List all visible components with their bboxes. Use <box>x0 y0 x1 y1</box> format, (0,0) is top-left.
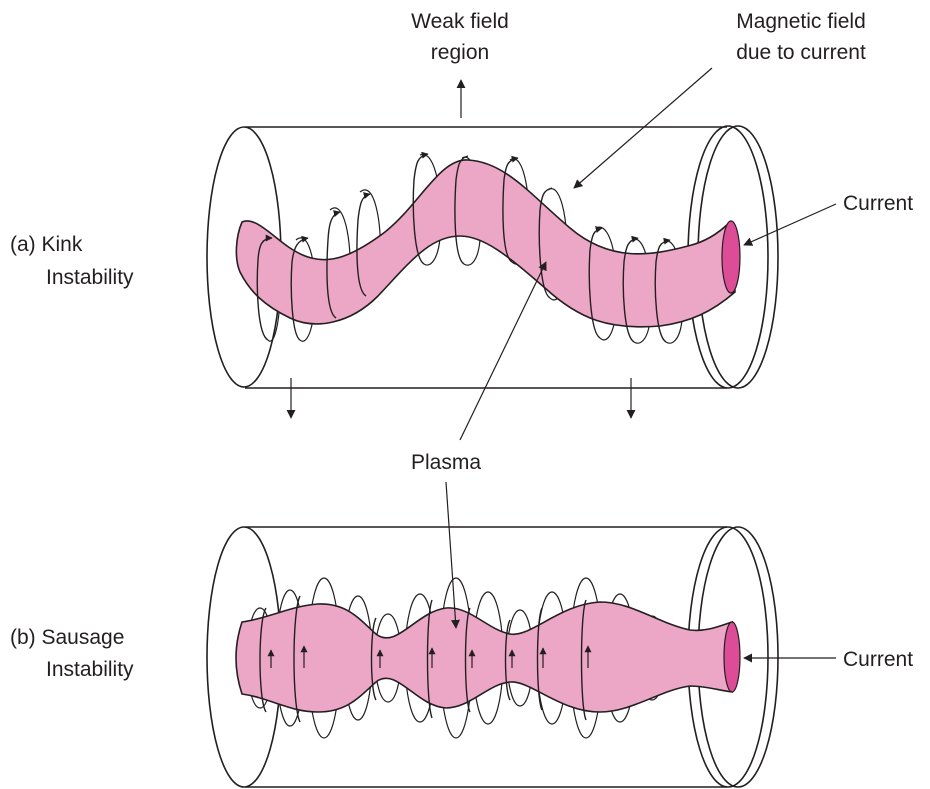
sausage-instability-panel <box>207 527 836 787</box>
kink-label-line1: (a) Kink <box>10 233 83 256</box>
sausage-plasma-tube <box>236 602 732 712</box>
kink-instability-panel <box>207 68 836 418</box>
plasma-pointers <box>446 262 546 628</box>
kink-plasma-tube <box>236 160 735 327</box>
sausage-label-line2: Instability <box>46 658 134 681</box>
current-label-bottom: Current <box>843 648 913 671</box>
magnetic-field-label-line1: Magnetic field <box>736 10 866 33</box>
sausage-label-line1: (b) Sausage <box>10 626 124 649</box>
magnetic-field-pointer <box>574 68 712 188</box>
weak-field-label-line2: region <box>431 41 489 64</box>
kink-label-line2: Instability <box>46 266 134 289</box>
current-label-top: Current <box>843 192 913 215</box>
plasma-label: Plasma <box>411 451 481 474</box>
kink-plasma-end-face <box>722 221 740 293</box>
magnetic-field-label-line2: due to current <box>736 41 866 64</box>
weak-field-label-line1: Weak field <box>411 10 509 33</box>
current-pointer-top <box>744 204 836 245</box>
sausage-plasma-end-face <box>724 622 740 692</box>
